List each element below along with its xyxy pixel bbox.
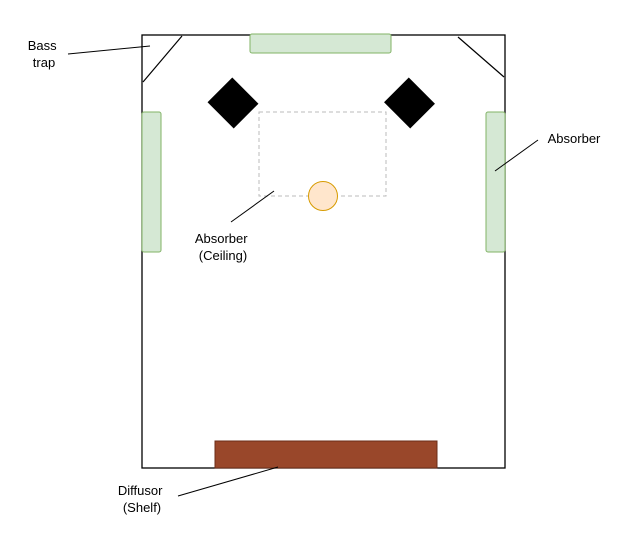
label-bass-trap: Bass trap [28,38,61,70]
label-diffusor: Diffusor (Shelf) [118,483,166,515]
absorber-right-panel [485,111,506,253]
leader-diffusor [177,466,279,497]
absorber-left-panel [141,111,162,253]
leader-absorber-ceiling [230,190,275,223]
absorber-front-panel [249,33,392,54]
label-absorber-ceiling: Absorber (Ceiling) [195,231,251,263]
label-absorber-wall: Absorber [548,131,601,146]
diffusor-shelf [214,440,438,469]
leader-bass-trap [67,45,151,55]
bass-trap-left [142,35,183,83]
speaker-right [384,77,435,129]
listener-position [308,181,338,211]
room-outline [141,34,506,469]
bass-trap-right [457,36,505,78]
leader-absorber-wall [494,139,539,172]
speaker-left [207,77,259,129]
